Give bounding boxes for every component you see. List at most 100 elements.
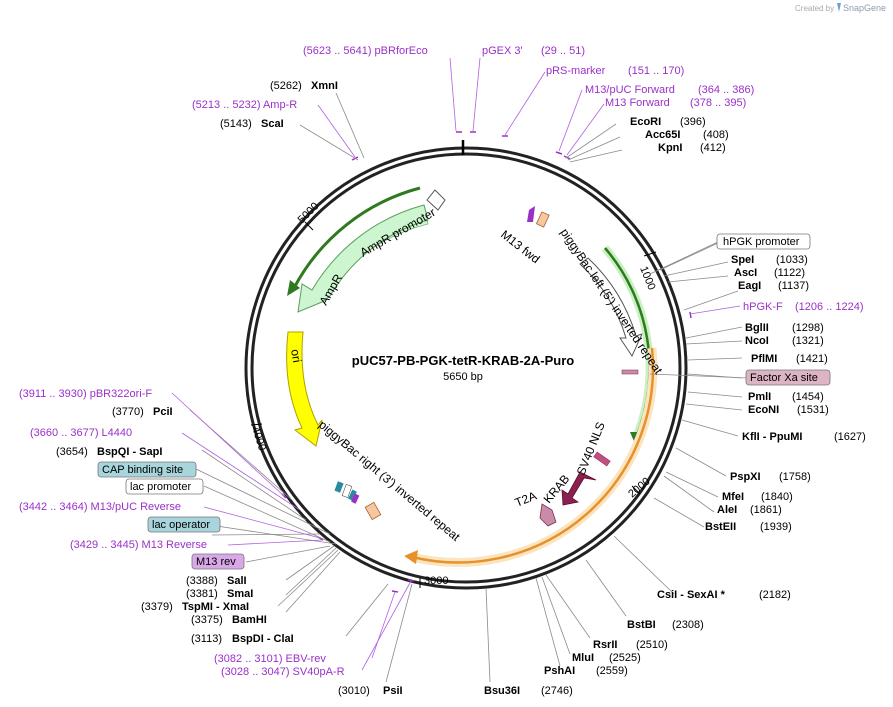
site-bspqi-sapi[interactable]: (3654)BspQI - SapI (56, 446, 162, 458)
site-ecori[interactable]: EcoRI(396) (630, 116, 706, 128)
primer-label-ampr: (5213 .. 5232) Amp-R (192, 99, 297, 111)
m13-fwd-primer-mark[interactable] (527, 206, 535, 222)
lac-promoter-mark[interactable] (341, 483, 353, 499)
svg-text:(1531): (1531) (797, 404, 829, 416)
site-econi[interactable]: EcoNI(1531) (748, 404, 829, 416)
site-csii-sexai[interactable]: CsiI - SexAI * (2182) (657, 589, 791, 601)
svg-text:(3388): (3388) (186, 575, 218, 587)
site-pshai[interactable]: PshAI(2559) (544, 665, 628, 677)
boxed-label-lac-promoter[interactable]: lac promoter (125, 478, 204, 495)
site-pmli[interactable]: PmlI(1454) (748, 391, 824, 403)
site-rsrii[interactable]: RsrII(2510) (593, 639, 668, 651)
svg-text:BspQI - SapI: BspQI - SapI (97, 446, 162, 458)
site-smai[interactable]: (3381)SmaI (186, 588, 253, 600)
svg-text:(1758): (1758) (779, 471, 811, 483)
svg-text:SpeI: SpeI (731, 254, 754, 266)
svg-text:EagI: EagI (738, 280, 761, 292)
svg-text:TspMI - XmaI: TspMI - XmaI (182, 601, 249, 613)
site-alei[interactable]: AleI(1861) (717, 504, 782, 516)
primer-label-prs: pRS-marker (546, 65, 606, 77)
site-kpni[interactable]: KpnI(412) (658, 142, 726, 154)
svg-text:NcoI: NcoI (745, 335, 769, 347)
site-bspdi-clai[interactable]: (3113)BspDI - ClaI (191, 633, 294, 645)
site-tspmi-xmai[interactable]: (3379) TspMI - XmaI (141, 601, 249, 613)
site-pcii[interactable]: (3770)PciI (112, 406, 173, 418)
site-mfei[interactable]: MfeI(1840) (722, 491, 793, 503)
ampr-feature[interactable] (297, 204, 429, 313)
site-acc65i[interactable]: Acc65I(408) (645, 129, 729, 141)
svg-text:BstBI: BstBI (627, 619, 656, 631)
boxed-label-hpgk[interactable]: hPGK promoter (716, 233, 811, 250)
primer-label-m13f: M13 Forward (605, 97, 670, 109)
boxed-label-cap[interactable]: CAP binding site (97, 461, 197, 478)
sv40-nls-feature[interactable] (593, 451, 611, 467)
backbone-inner (250, 152, 682, 584)
primer-label-ebv: (3082 .. 3101) EBV-rev (214, 653, 326, 665)
factor-xa-mark[interactable] (621, 369, 639, 375)
t2a-feature[interactable] (539, 503, 557, 527)
site-mlui[interactable]: MluI(2525) (572, 652, 641, 664)
piggybac-right-mark[interactable] (364, 501, 382, 521)
svg-text:CsiI - SexAI *: CsiI - SexAI * (657, 589, 726, 601)
svg-text:Acc65I: Acc65I (645, 129, 680, 141)
ori-feature[interactable] (286, 331, 323, 447)
primer-label-sv40: (3028 .. 3047) SV40pA-R (221, 666, 345, 678)
tick-4000 (250, 423, 263, 426)
site-bglii[interactable]: BglII(1298) (745, 322, 824, 334)
krab-feature[interactable] (561, 471, 597, 506)
site-spei[interactable]: SpeI(1033) (731, 254, 808, 266)
site-pflmi[interactable]: PflMI(1421) (751, 353, 828, 365)
svg-text:(1298): (1298) (792, 322, 824, 334)
primer-leaders (171, 57, 741, 671)
lac-operator-mark[interactable] (348, 489, 357, 501)
svg-text:(1321): (1321) (792, 335, 824, 347)
boxed-label-factor-xa[interactable]: Factor Xa site (745, 369, 831, 386)
site-scai[interactable]: (5143)ScaI (220, 118, 284, 130)
feature-label-m13-fwd: M13 fwd (498, 227, 542, 266)
svg-text:BstEII: BstEII (705, 521, 736, 533)
plasmid-length: 5650 bp (443, 371, 483, 383)
site-bsu36i[interactable]: Bsu36I(2746) (484, 685, 573, 697)
feature-label-t2a: T2A (513, 489, 539, 510)
site-kfli-ppumi[interactable]: KflI - PpuMI(1627) (742, 431, 866, 443)
svg-text:(1627): (1627) (834, 431, 866, 443)
feature-label-ori: ori (288, 348, 304, 364)
ampr-outer-arrow[interactable] (292, 186, 421, 289)
svg-text:EcoRI: EcoRI (630, 116, 661, 128)
ampr-promoter-feature[interactable] (426, 189, 446, 211)
svg-text:Bsu36I: Bsu36I (484, 685, 520, 697)
site-bsteii[interactable]: BstEII(1939) (705, 521, 792, 533)
cap-site-mark[interactable] (334, 481, 344, 493)
svg-text:PflMI: PflMI (751, 353, 777, 365)
m13-rev-mark[interactable] (351, 493, 360, 504)
svg-text:(5143): (5143) (220, 118, 252, 130)
site-pspxi[interactable]: PspXI(1758) (730, 471, 811, 483)
ampr-outer-arrowhead (287, 280, 300, 296)
site-asci[interactable]: AscI(1122) (734, 267, 805, 279)
site-psii[interactable]: (3010)PsiI (338, 685, 403, 697)
credit-brand: SnapGene (843, 3, 886, 13)
orange-cds-arrowhead (404, 550, 418, 564)
site-ncoi[interactable]: NcoI (1321) (745, 335, 824, 347)
boxed-label-m13-rev[interactable]: M13 rev (191, 553, 245, 570)
m13-fwd-feature[interactable] (535, 211, 550, 228)
tick-1000 (643, 251, 657, 257)
svg-text:(2308): (2308) (672, 619, 704, 631)
piggybac-left-feature[interactable] (579, 257, 643, 358)
primer-label-l4440: (3660 .. 3677) L4440 (30, 427, 132, 439)
boxed-label-lac-operator[interactable]: lac operator (147, 516, 221, 533)
svg-text:(3379): (3379) (141, 601, 173, 613)
primer-mark-sv40 (407, 579, 415, 582)
svg-text:lac operator: lac operator (152, 519, 210, 531)
site-sali[interactable]: (3388)SalI (186, 575, 247, 587)
svg-text:PciI: PciI (153, 406, 173, 418)
tick-label-4000: 4000 (249, 425, 268, 452)
primer-label-m13puc-rev: (3442 .. 3464) M13/pUC Reverse (19, 501, 181, 513)
svg-text:(2182): (2182) (759, 589, 791, 601)
svg-text:(1840): (1840) (761, 491, 793, 503)
site-bstbi[interactable]: BstBI (2308) (627, 619, 704, 631)
site-eagi[interactable]: EagI(1137) (738, 280, 809, 292)
svg-text:(5262): (5262) (270, 80, 302, 92)
site-xmni[interactable]: (5262)XmnI (270, 80, 338, 92)
site-bamhi[interactable]: (3375)BamHI (191, 614, 267, 626)
